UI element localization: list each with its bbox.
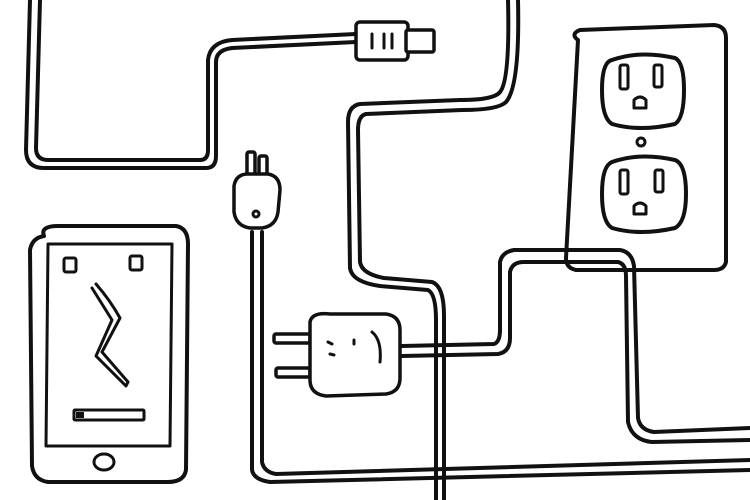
screw-icon: [635, 136, 647, 148]
socket-icon: [600, 52, 686, 130]
lightning-icon: [90, 282, 130, 388]
cable-icon: [24, 0, 750, 500]
battery-level-fill: [76, 412, 84, 418]
wall-outlet-icon: [564, 23, 728, 272]
phone-icon: [28, 224, 190, 484]
usb-plug-icon: [354, 20, 436, 62]
eye-icon: [128, 254, 144, 272]
eye-icon: [62, 256, 78, 274]
socket-icon: [600, 154, 688, 234]
two-prong-plug-icon: [272, 311, 402, 398]
two-prong-plug-icon: [232, 150, 282, 230]
battery-icon: [72, 408, 146, 422]
home-button-icon[interactable]: [92, 452, 116, 472]
